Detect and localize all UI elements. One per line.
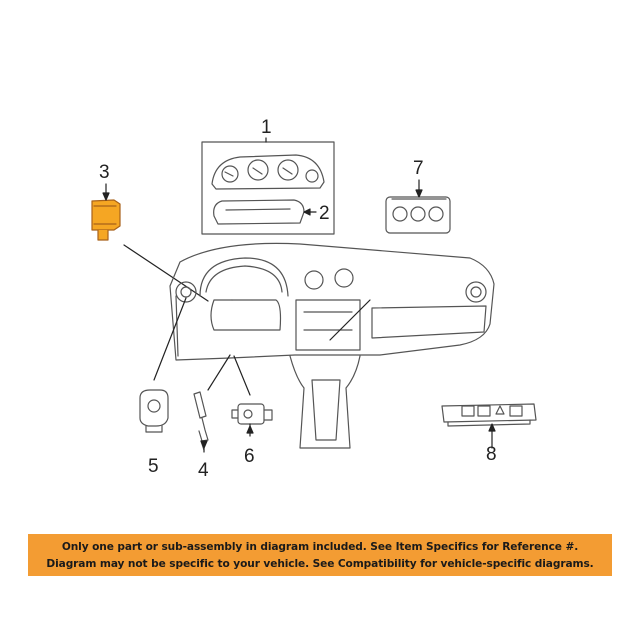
callout-1: 1: [261, 117, 272, 138]
highlighted-part-3: [91, 183, 209, 302]
disclaimer-line-1: Only one part or sub-assembly in diagram…: [61, 541, 579, 553]
dashboard-assembly: [169, 242, 495, 449]
callout-6: 6: [244, 446, 255, 467]
instrument-cluster-group: [201, 141, 335, 235]
callout-2: 2: [319, 203, 330, 224]
part-6: [231, 403, 273, 437]
callout-4: 4: [198, 460, 209, 481]
instrument-cluster-part: [211, 154, 325, 190]
disclaimer-banner: Only one part or sub-assembly in diagram…: [28, 534, 612, 576]
callout-5: 5: [148, 456, 159, 477]
cluster-lens-part: [213, 199, 305, 225]
climate-control-part: [385, 179, 451, 234]
disclaimer-line-2: Diagram may not be specific to your vehi…: [46, 558, 594, 570]
part-5: [139, 389, 169, 433]
callout-3: 3: [99, 162, 110, 183]
callout-8: 8: [486, 444, 497, 465]
part-8: [441, 403, 537, 449]
callout-7: 7: [413, 158, 424, 179]
instrument-cluster-box: [201, 141, 335, 235]
